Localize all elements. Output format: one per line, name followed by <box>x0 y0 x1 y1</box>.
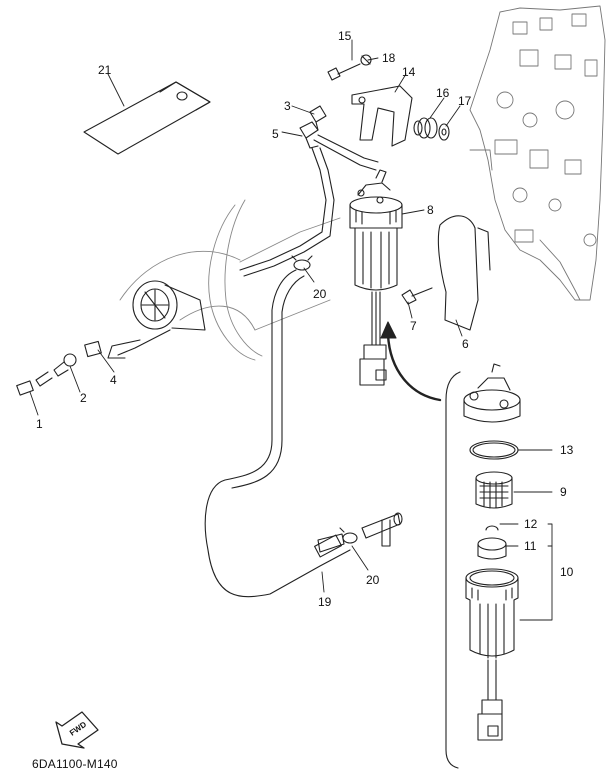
callout-labels: 1 2 3 4 5 6 7 8 9 10 11 12 13 14 15 16 1… <box>36 29 574 609</box>
callout-13: 13 <box>560 443 574 457</box>
callout-6: 6 <box>462 337 469 351</box>
callout-7: 7 <box>410 319 417 333</box>
callout-20-lower: 20 <box>366 573 380 587</box>
fwd-arrow-icon: FWD <box>55 711 99 749</box>
fuel-filter-assembly <box>349 169 403 386</box>
detail-filter-cap <box>463 363 521 423</box>
fuel-hose-upper <box>239 134 379 277</box>
washer-18 <box>360 54 372 66</box>
callout-11: 11 <box>524 539 537 553</box>
bolt-7 <box>401 287 433 305</box>
fwd-label: FWD <box>68 720 88 738</box>
callout-15: 15 <box>338 29 352 43</box>
callout-20-upper: 20 <box>313 287 327 301</box>
detail-o-ring <box>469 440 519 460</box>
detail-filter-cup <box>465 568 519 741</box>
tool-bag <box>83 81 211 155</box>
detail-filter-element <box>475 471 513 509</box>
callout-9: 9 <box>560 485 567 499</box>
hose-clamp-lower <box>339 527 358 544</box>
bolt-15 <box>327 63 361 81</box>
leader-lines <box>29 39 553 621</box>
grommet-16 <box>413 117 438 139</box>
collar-17 <box>438 123 450 141</box>
hose-clamp-upper <box>291 255 313 271</box>
callout-3: 3 <box>284 99 291 113</box>
callout-10: 10 <box>560 565 574 579</box>
callout-18: 18 <box>382 51 396 65</box>
callout-1: 1 <box>36 417 43 431</box>
detail-arrow <box>380 321 442 402</box>
callout-12: 12 <box>524 517 538 531</box>
filter-cover <box>437 215 491 331</box>
detail-float <box>477 537 507 560</box>
detail-inset <box>445 371 461 769</box>
callout-21: 21 <box>98 63 112 77</box>
fitting-3 <box>309 105 327 131</box>
t-joint <box>361 512 403 547</box>
callout-4: 4 <box>110 373 117 387</box>
diagram-code: 6DA1100-M140 <box>32 757 118 771</box>
detail-clip <box>485 525 499 531</box>
callout-14: 14 <box>402 65 416 79</box>
fitting-5 <box>299 121 319 149</box>
engine-block-outline <box>469 5 606 301</box>
callout-8: 8 <box>427 203 434 217</box>
callout-16: 16 <box>436 86 450 100</box>
mounting-bracket <box>351 85 413 147</box>
callout-19: 19 <box>318 595 332 609</box>
callout-2: 2 <box>80 391 87 405</box>
outboard-casing-outline <box>119 199 341 361</box>
callout-5: 5 <box>272 127 279 141</box>
callout-17: 17 <box>458 94 472 108</box>
fuel-hose-19 <box>204 269 351 598</box>
